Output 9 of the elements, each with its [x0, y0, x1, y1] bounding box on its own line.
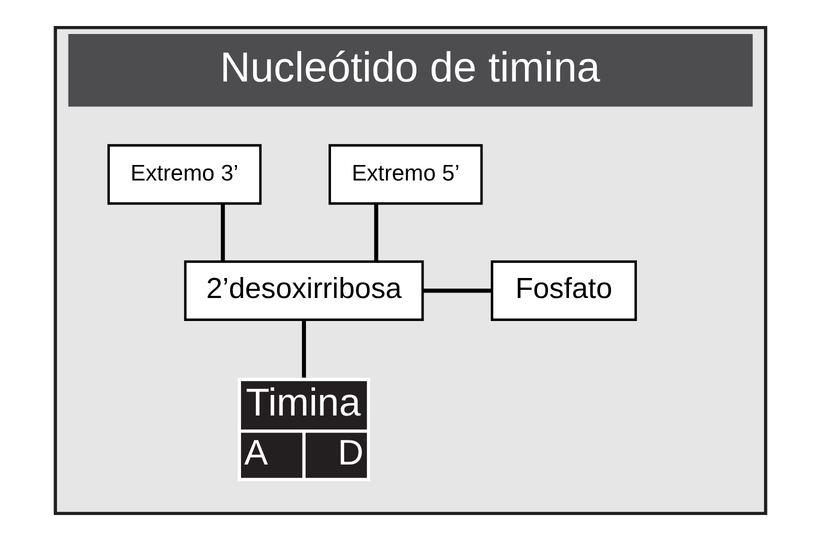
node-box: Fosfato — [490, 260, 636, 321]
node-box: Timina A D — [237, 378, 370, 482]
connector — [220, 204, 224, 261]
node-box: Extremo 3’ — [106, 144, 262, 205]
connector — [374, 204, 378, 261]
node-box: Extremo 5’ — [328, 144, 482, 205]
connector — [422, 288, 492, 293]
node-box: 2’desoxirribosa — [184, 260, 424, 321]
connector — [301, 320, 306, 378]
